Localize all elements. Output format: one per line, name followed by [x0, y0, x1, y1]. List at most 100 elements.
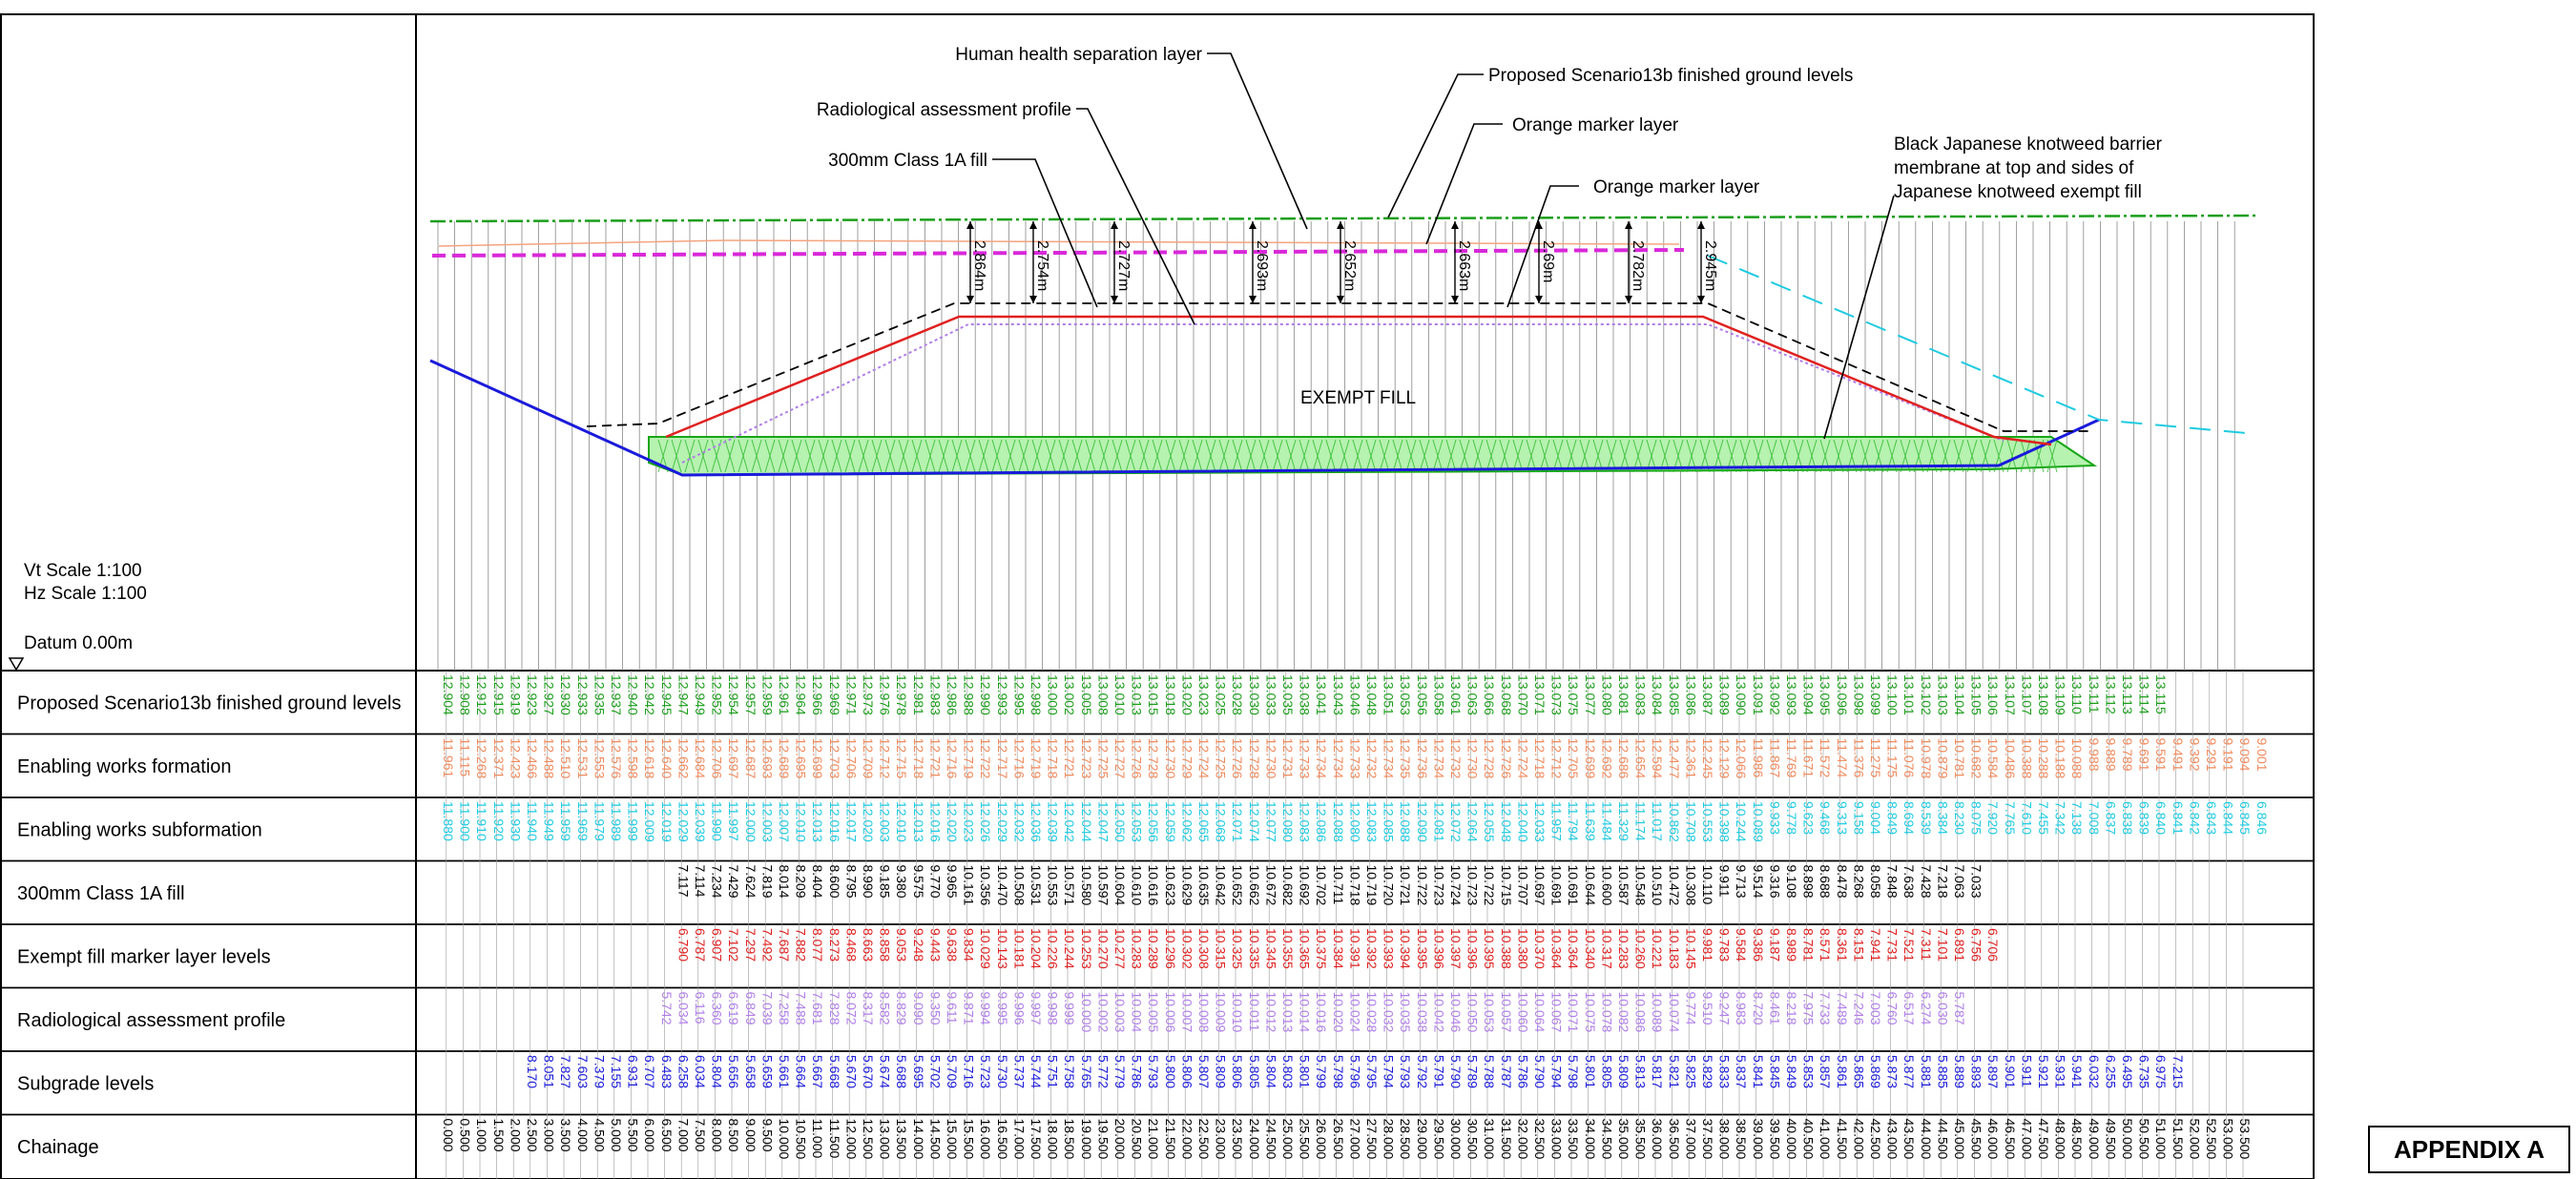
chainage-label: 30.000: [1448, 1119, 1464, 1160]
table-cell-value: 10.553: [1046, 865, 1061, 906]
table-cell-value: 8.795: [843, 865, 859, 899]
table-cell-value: 8.170: [525, 1055, 540, 1088]
hatch-stroke: [884, 439, 896, 473]
table-cell-value: 10.244: [1734, 801, 1749, 842]
table-cell-value: 7.489: [1835, 992, 1850, 1025]
table-cell-value: 11.880: [441, 801, 456, 841]
table-cell-value: 13.085: [1667, 674, 1682, 715]
table-cell-value: 9.965: [945, 865, 960, 899]
table-cell-value: 5.737: [1011, 1055, 1027, 1088]
chainage-label: 19.500: [1095, 1119, 1111, 1160]
table-cell-value: 5.833: [1717, 1055, 1733, 1088]
appendix-label: APPENDIX A: [2394, 1134, 2545, 1164]
table-cell-value: 12.945: [659, 674, 675, 715]
table-cell-value: 13.005: [1079, 674, 1094, 715]
table-cell-value: 13.101: [1901, 674, 1917, 715]
table-cell-value: 12.039: [693, 801, 708, 842]
table-cell-value: 10.398: [1717, 801, 1733, 842]
table-cell-value: 8.404: [810, 865, 825, 899]
table-cell-value: 10.723: [1465, 865, 1481, 906]
table-cell-value: 7.687: [777, 928, 792, 962]
table-cell-value: 7.603: [575, 1055, 591, 1088]
chainage-label: 36.000: [1650, 1119, 1665, 1160]
table-cell-value: 9.491: [2171, 738, 2186, 772]
chainage-label: 51.500: [2171, 1119, 2186, 1160]
table-cell-value: 10.391: [1347, 928, 1362, 969]
table-cell-value: 8.072: [843, 992, 859, 1025]
table-cell-value: 5.837: [1734, 1055, 1749, 1088]
leader-knotweed: [1823, 195, 1895, 440]
table-cell-value: 8.218: [1784, 992, 1799, 1025]
table-cell-value: 12.725: [1095, 738, 1111, 779]
chainage-label: 48.500: [2069, 1119, 2085, 1160]
table-cell-value: 9.770: [927, 865, 943, 899]
table-cell-value: 5.670: [843, 1055, 859, 1088]
table-cell-value: 13.107: [2019, 674, 2034, 715]
table-cell-value: 9.713: [1734, 865, 1749, 899]
table-cell-value: 11.275: [1868, 738, 1883, 778]
table-cell-value: 13.111: [2087, 674, 2102, 714]
table-cell-value: 12.947: [675, 674, 691, 715]
chainage-label: 4.000: [575, 1119, 591, 1152]
table-cell-value: 5.787: [1499, 1055, 1514, 1088]
table-cell-value: 5.881: [1919, 1055, 1934, 1088]
table-cell-value: 12.692: [1599, 738, 1614, 779]
table-cell-value: 13.093: [1784, 674, 1799, 715]
dimension-label: 2.754m: [1034, 240, 1050, 291]
table-cell-value: 10.089: [1751, 801, 1766, 842]
table-cell-value: 13.070: [1515, 674, 1530, 715]
table-cell-value: 10.050: [1465, 992, 1481, 1033]
table-cell-value: 10.335: [1247, 928, 1262, 969]
table-cell-value: 12.723: [1079, 738, 1094, 779]
table-cell-value: 7.848: [1885, 865, 1901, 899]
table-cell-value: 6.841: [2171, 801, 2186, 835]
table-cell-value: 6.931: [626, 1055, 641, 1088]
table-cell-value: 9.158: [1851, 801, 1866, 835]
table-cell-value: 10.644: [1583, 865, 1598, 906]
table-cell-value: 12.734: [1331, 738, 1346, 779]
table-cell-value: 7.521: [1901, 928, 1917, 962]
table-cell-value: 10.317: [1599, 928, 1614, 969]
table-cell-value: 12.068: [1214, 801, 1229, 842]
table-cell-value: 10.472: [1667, 865, 1682, 906]
table-cell-value: 6.840: [2153, 801, 2169, 835]
table-cell-value: 8.075: [1969, 801, 1984, 835]
finished-ground-line: [429, 214, 2257, 223]
table-cell-value: 8.539: [1919, 801, 1934, 835]
table-cell-value: 10.862: [1667, 801, 1682, 842]
table-cell-value: 12.129: [1717, 738, 1733, 779]
table-cell-value: 12.066: [1734, 738, 1749, 779]
table-cell-value: 12.029: [675, 801, 691, 842]
table-cell-value: 9.999: [1062, 992, 1077, 1025]
table-cell-value: 5.668: [827, 1055, 842, 1088]
table-cell-value: 5.921: [2036, 1055, 2051, 1088]
dimension-arrow: [1029, 221, 1037, 229]
table-cell-value: 13.098: [1851, 674, 1866, 715]
table-cell-value: 7.039: [759, 992, 775, 1025]
table-cell-value: 10.635: [1196, 865, 1212, 906]
table-cell-value: 5.798: [1566, 1055, 1581, 1088]
table-cell-value: 12.969: [827, 674, 842, 715]
hatch-stroke: [1138, 439, 1150, 473]
table-cell-value: 7.975: [1801, 992, 1817, 1025]
hatch-stroke: [1298, 439, 1310, 473]
table-cell-value: 5.809: [1616, 1055, 1631, 1088]
table-cell-value: 10.715: [1499, 865, 1514, 906]
table-cell-value: 10.370: [1532, 928, 1548, 969]
table-cell-value: 6.116: [693, 992, 708, 1024]
table-cell-value: 5.841: [1751, 1055, 1766, 1088]
table-cell-value: 5.674: [878, 1055, 893, 1088]
hatch-stroke: [1152, 439, 1163, 473]
table-cell-value: 11.639: [1583, 801, 1598, 841]
hatch-stroke: [764, 439, 776, 473]
table-cell-value: 12.726: [1230, 738, 1245, 779]
table-cell-value: 11.376: [1851, 738, 1866, 778]
leader-orange-marker-1: [1425, 123, 1503, 245]
callout-human-health: Human health separation layer: [955, 45, 1202, 65]
table-cell-value: 9.783: [1717, 928, 1733, 962]
table-cell-value: 12.935: [592, 674, 607, 715]
table-cell-value: 9.996: [1011, 992, 1027, 1025]
callout-knotweed-line-3: Japanese knotweed exempt fill: [1894, 182, 2142, 202]
table-cell-value: 5.885: [1935, 1055, 1950, 1088]
hatch-stroke: [1512, 439, 1524, 473]
